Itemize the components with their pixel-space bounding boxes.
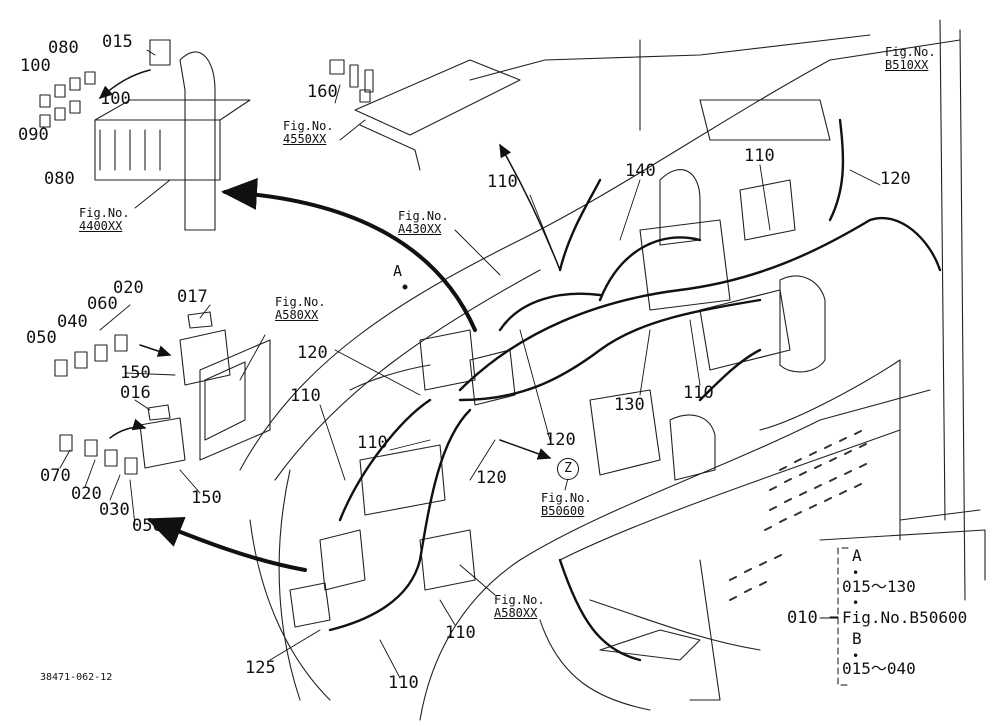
part-label-010: 010 (787, 608, 818, 628)
part-label-100: 100 (20, 56, 51, 76)
part-label-140: 140 (625, 161, 656, 181)
fig-ref-prefix: Fig.No. (398, 209, 449, 223)
part-label-090: 090 (18, 125, 49, 145)
drawing-id: 38471-062-12 (40, 672, 113, 683)
part-label-060: 060 (87, 294, 118, 314)
part-label-050: 050 (26, 328, 57, 348)
part-label-160: 160 (307, 82, 338, 102)
leader-lines (59, 49, 881, 679)
part-label-120: 120 (545, 430, 576, 450)
relay-cluster (289, 329, 516, 628)
fig-ref-a580xx: Fig.No. A580XX (494, 594, 545, 620)
part-label-150: 150 (191, 488, 222, 508)
fig-ref-prefix: Fig.No. (541, 491, 592, 505)
part-label-040: 040 (57, 312, 88, 332)
part-label-020: 020 (113, 278, 144, 298)
part-label-110: 110 (683, 383, 714, 403)
part-label-125: 125 (245, 658, 276, 678)
part-label-150: 150 (120, 363, 151, 383)
part-label-130: 130 (614, 395, 645, 415)
marker-a-dot (402, 284, 408, 290)
grille-hatch (729, 430, 867, 601)
fig-ref-prefix: Fig.No. (885, 45, 936, 59)
part-label-120: 120 (880, 169, 911, 189)
part-label-030: 030 (99, 500, 130, 520)
engine-components (589, 99, 831, 481)
part-label-110: 110 (445, 623, 476, 643)
fig-ref-a430xx: Fig.No. A430XX (398, 210, 449, 236)
part-label-110: 110 (388, 673, 419, 693)
fig-ref-prefix: Fig.No. (79, 206, 130, 220)
part-label-110: 110 (487, 172, 518, 192)
part-label-120: 120 (297, 343, 328, 363)
part-label-110: 110 (290, 386, 321, 406)
part-label-050: 050 (132, 516, 163, 536)
fig-ref-b510xx: Fig.No. B510XX (885, 46, 936, 72)
part-label-070: 070 (40, 466, 71, 486)
legend-a-range: 015～130 (842, 577, 916, 596)
legend-dot: • (852, 649, 860, 663)
legend-b-range: 015～040 (842, 659, 916, 678)
fig-ref-number: A580XX (494, 606, 538, 620)
legend-dot: • (852, 566, 860, 580)
fig-ref-number: 4400XX (79, 219, 123, 233)
part-label-015: 015 (102, 32, 133, 52)
part-label-016: 016 (120, 383, 151, 403)
fuse-box-upper (39, 39, 251, 231)
legend-a-label: A (852, 546, 862, 565)
fig-ref-number: B50600 (541, 504, 585, 518)
legend-dot: • (852, 596, 860, 610)
part-label-110: 110 (357, 433, 388, 453)
part-label-080: 080 (44, 169, 75, 189)
part-label-080: 080 (48, 38, 79, 58)
legend-bracket (837, 547, 849, 686)
fig-ref-number: 4550XX (283, 132, 327, 146)
part-label-017: 017 (177, 287, 208, 307)
legend-fig-ref: Fig.No.B50600 (842, 608, 968, 627)
fig-ref-4400xx: Fig.No. 4400XX (79, 207, 130, 233)
fig-ref-prefix: Fig.No. (283, 119, 334, 133)
part-label-100: 100 (100, 89, 131, 109)
part-label-120: 120 (476, 468, 507, 488)
fig-ref-prefix: Fig.No. (494, 593, 545, 607)
fuse-bracket-left (54, 311, 271, 475)
fig-ref-prefix: Fig.No. (275, 295, 326, 309)
bracket-upper (329, 59, 521, 171)
hood-outline (239, 19, 986, 721)
legend-b-label: B (852, 629, 862, 648)
view-marker-z: Z (557, 458, 579, 480)
fig-ref-b50600: Fig.No. B50600 (541, 492, 592, 518)
fig-ref-number: A580XX (275, 308, 319, 322)
view-marker-a: A (393, 262, 403, 280)
part-label-110: 110 (744, 146, 775, 166)
callout-arrows (146, 177, 477, 572)
fig-ref-number: B510XX (885, 58, 929, 72)
wiring-harness (328, 118, 942, 662)
part-label-020: 020 (71, 484, 102, 504)
fig-ref-a580xx: Fig.No. A580XX (275, 296, 326, 322)
fig-ref-4550xx: Fig.No. 4550XX (283, 120, 334, 146)
fig-ref-number: A430XX (398, 222, 442, 236)
